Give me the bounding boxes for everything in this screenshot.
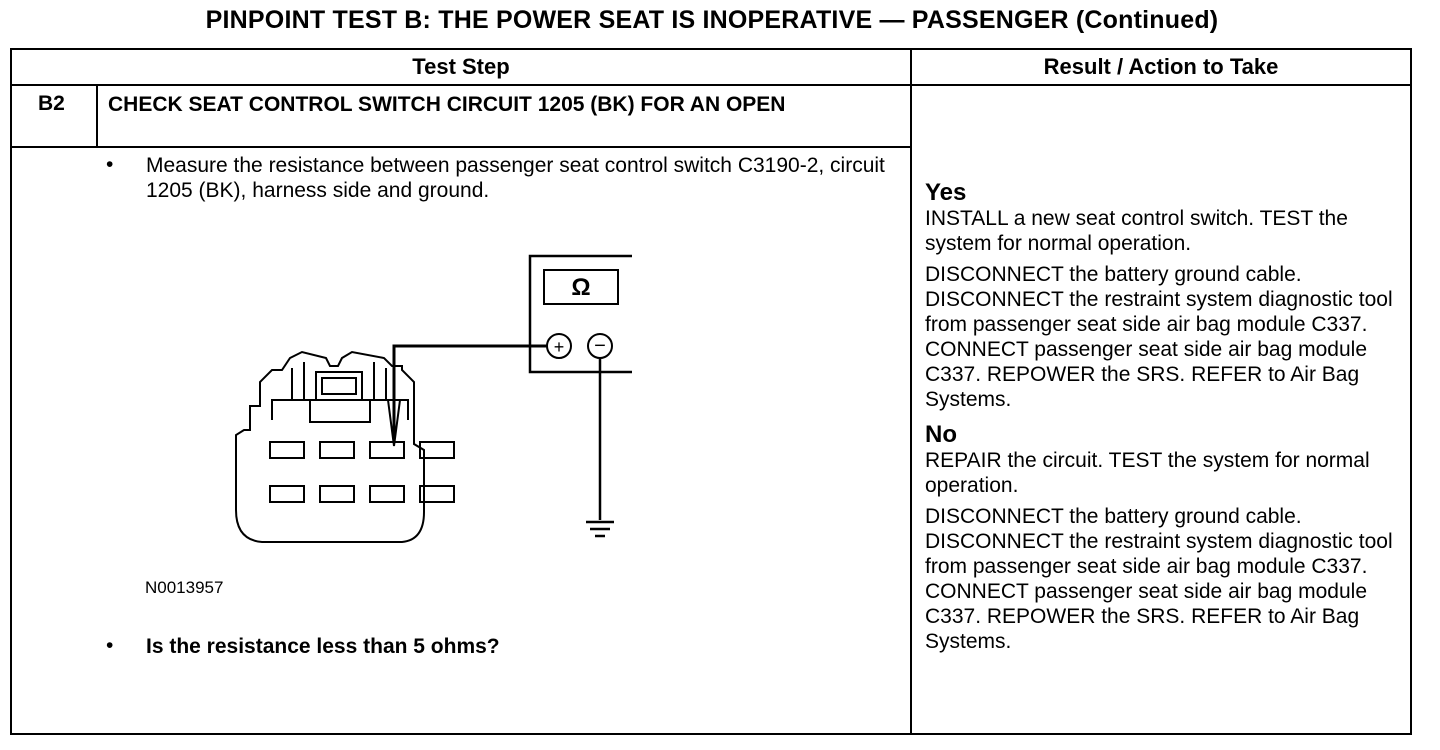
yes-action-1: INSTALL a new seat control switch. TEST … <box>925 207 1348 255</box>
step-title-divider <box>12 146 910 148</box>
step-id: B2 <box>38 92 65 115</box>
resistance-measurement-diagram: Ω + − <box>235 254 632 543</box>
column-divider <box>910 50 912 733</box>
bullet: • <box>106 634 114 657</box>
header-divider <box>12 84 1410 86</box>
pinpoint-test-table: Test Step Result / Action to Take B2 CHE… <box>10 48 1412 735</box>
no-label: No <box>925 421 957 448</box>
multimeter <box>528 254 632 374</box>
figure-id: N0013957 <box>145 578 224 597</box>
minus-terminal: − <box>594 335 606 357</box>
step-instruction: Measure the resistance between passenger… <box>146 154 885 202</box>
step-question: Is the resistance less than 5 ohms? <box>146 635 500 658</box>
page-title: PINPOINT TEST B: THE POWER SEAT IS INOPE… <box>205 6 1219 34</box>
yes-action-2: DISCONNECT the battery ground cable. DIS… <box>925 263 1393 411</box>
plus-terminal: + <box>554 337 565 357</box>
no-action-1: REPAIR the circuit. TEST the system for … <box>925 449 1370 497</box>
yes-label: Yes <box>925 179 967 206</box>
step-id-divider <box>96 84 98 147</box>
column-header-test-step: Test Step <box>412 54 510 79</box>
column-header-result: Result / Action to Take <box>1043 54 1279 79</box>
ohm-symbol: Ω <box>571 274 590 301</box>
terminal-cavity <box>269 441 305 459</box>
bullet: • <box>106 153 114 176</box>
step-title: CHECK SEAT CONTROL SWITCH CIRCUIT 1205 (… <box>108 93 786 116</box>
no-action-2: DISCONNECT the battery ground cable. DIS… <box>925 505 1393 653</box>
result-action-cell: Yes INSTALL a new seat control switch. T… <box>925 180 1410 654</box>
